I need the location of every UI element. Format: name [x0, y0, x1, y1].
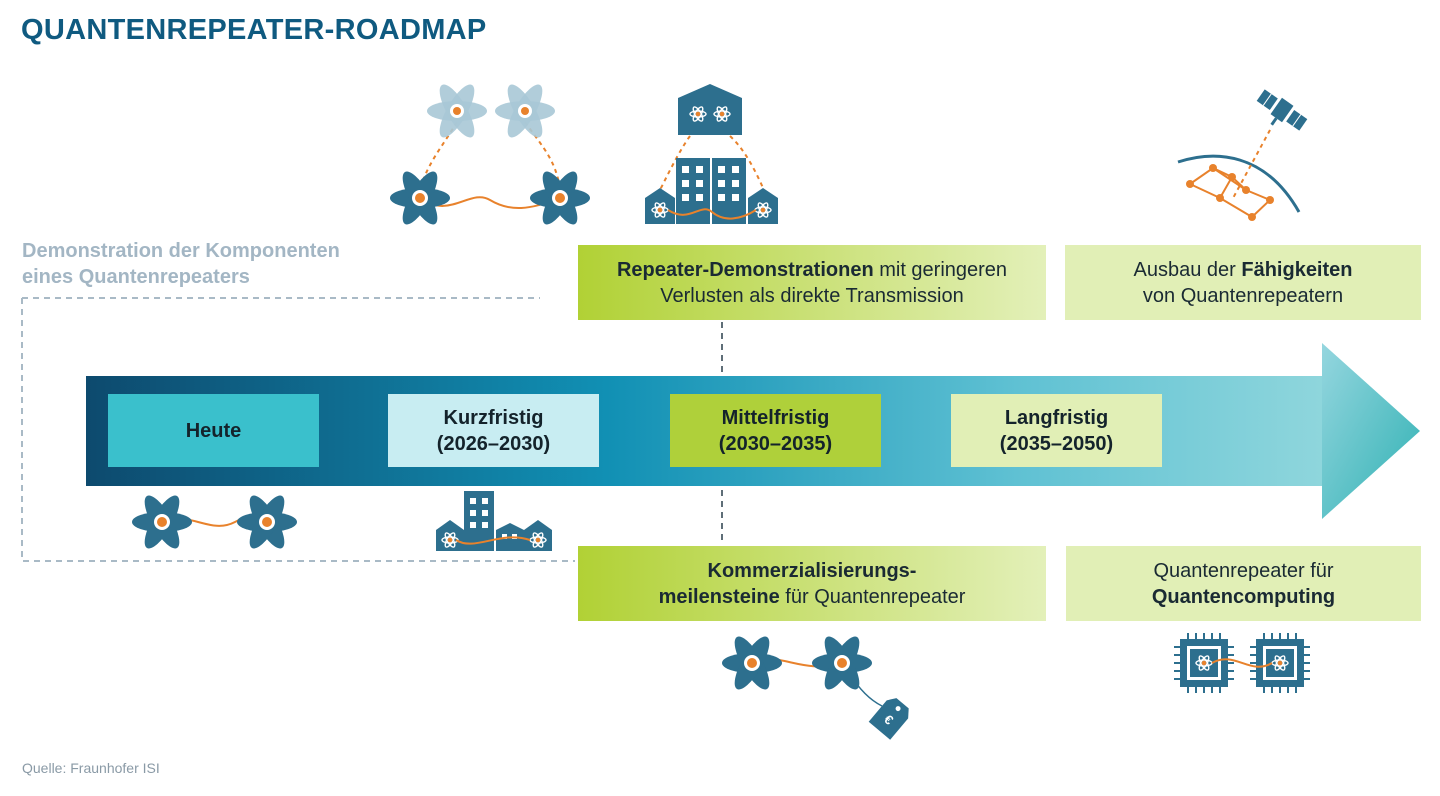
page-title: QUANTENREPEATER-ROADMAP — [21, 14, 487, 46]
phase-heute: Heute — [108, 394, 319, 467]
milestone-bottom-right-bold: Quantencomputing — [1151, 585, 1336, 608]
atom-pair-heute-icon — [132, 491, 297, 553]
phase-kurzfristig-label: Kurzfristig — [443, 406, 544, 429]
phase-kurzfristig-years: (2026–2030) — [436, 432, 551, 455]
phase-heute-label: Heute — [185, 419, 242, 442]
milestone-bottom-right-line1: Quantenrepeater für — [1153, 559, 1334, 582]
milestone-capabilities: Ausbau der Fähigkeiten von Quantenrepeat… — [1065, 245, 1421, 320]
milestone-top-right-pre: Ausbau der — [1133, 258, 1242, 281]
milestone-top-right-bold: Fähigkeiten — [1241, 258, 1353, 281]
milestone-box-top-right-bg — [1065, 245, 1421, 320]
milestone-commercialization: Kommerzialisierungs- meilensteine für Qu… — [578, 546, 1046, 621]
milestone-box-top-mid-bg — [578, 245, 1046, 320]
milestone-bottom-mid-bold2: meilensteine — [658, 585, 780, 608]
satellite-network-icon — [1177, 89, 1308, 221]
demo-label-line-2: eines Quantenrepeaters — [22, 266, 250, 288]
milestone-box-bottom-right-bg — [1066, 546, 1421, 621]
phase-mittelfristig: Mittelfristig (2030–2035) — [670, 394, 881, 467]
milestone-top-mid-bold: Repeater-Demonstrationen — [616, 258, 874, 281]
milestone-top-mid-line2: Verlusten als direkte Transmission — [660, 284, 964, 307]
milestone-bottom-mid-rest: für Quantenrepeater — [779, 585, 966, 608]
milestone-repeater-demos: Repeater-Demonstrationen mit geringeren … — [578, 245, 1046, 320]
demo-label-line-1: Demonstration der Komponenten — [22, 240, 340, 262]
price-tag-icon: € — [868, 698, 909, 740]
milestone-bottom-mid-bold1: Kommerzialisierungs- — [707, 559, 917, 582]
atom-pair-commercial-icon — [722, 632, 883, 707]
atom-pair-top-icon — [390, 80, 590, 229]
phase-kurzfristig: Kurzfristig (2026–2030) — [388, 394, 599, 467]
phase-langfristig: Langfristig (2035–2050) — [951, 394, 1162, 467]
source-note: Quelle: Fraunhofer ISI — [22, 760, 160, 776]
demo-frame — [21, 297, 575, 562]
timeline-arrow-head — [1322, 343, 1420, 519]
quantum-chip-pair-icon — [1174, 633, 1310, 693]
phase-langfristig-years: (2035–2050) — [999, 432, 1114, 455]
demo-components-label: Demonstration der Komponenten eines Quan… — [22, 238, 340, 290]
repeater-network-icon — [645, 84, 778, 224]
phase-langfristig-label: Langfristig — [1004, 406, 1109, 429]
building-houses-icon — [436, 491, 552, 551]
milestone-box-bottom-mid-bg — [578, 546, 1046, 621]
milestone-top-mid-rest: mit geringeren — [873, 258, 1008, 281]
milestone-quantum-computing: Quantenrepeater für Quantencomputing — [1066, 546, 1421, 621]
milestone-top-right-line2: von Quantenrepeatern — [1142, 284, 1344, 307]
phase-mittelfristig-years: (2030–2035) — [718, 432, 833, 455]
phase-mittelfristig-label: Mittelfristig — [721, 406, 830, 429]
